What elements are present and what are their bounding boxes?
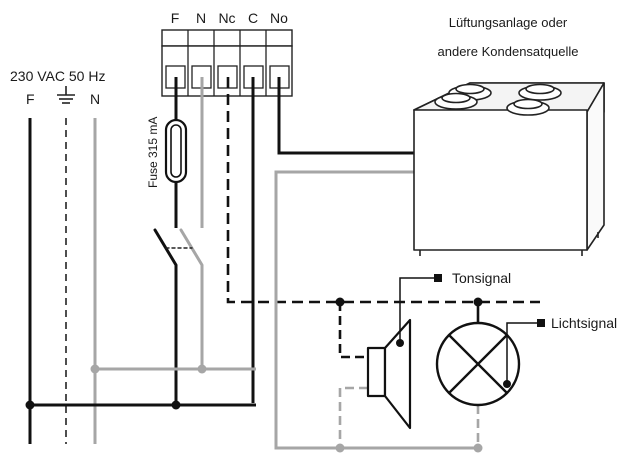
lamp-icon: [435, 321, 521, 407]
supply-neutral-label: N: [90, 91, 100, 107]
nc-wire: [226, 77, 540, 304]
terminal-label-c: C: [248, 10, 258, 26]
ground-symbol: [57, 86, 75, 104]
lamp-callout-line: [506, 322, 540, 384]
device-return-wire: [274, 170, 478, 450]
horn-feed-wire: [338, 302, 368, 359]
device-label-line2: andere Kondensatquelle: [438, 44, 579, 59]
supply-voltage-label: 230 VAC 50 Hz: [10, 68, 105, 84]
terminal-label-n: N: [196, 10, 206, 26]
no-wire: [277, 77, 422, 155]
terminal-label-no: No: [270, 10, 288, 26]
supply-phase-label: F: [26, 91, 35, 107]
horn-icon: [366, 318, 412, 430]
ventilation-unit-icon: [413, 82, 605, 256]
light-signal-label: Lichtsignal: [551, 315, 617, 331]
terminal-label-nc: Nc: [218, 10, 235, 26]
horn-callout-marker: [434, 274, 442, 282]
terminal-label-f: F: [171, 10, 180, 26]
device-label-line1: Lüftungsanlage oder: [449, 15, 568, 30]
double-pole-switch: [153, 228, 204, 267]
horn-callout-line: [399, 277, 437, 343]
tone-signal-label: Tonsignal: [452, 270, 511, 286]
fuse-label: Fuse 315 mA: [146, 117, 160, 188]
fuse: [164, 118, 188, 184]
lamp-callout-marker: [537, 319, 545, 327]
horn-return-wire: [338, 386, 368, 448]
